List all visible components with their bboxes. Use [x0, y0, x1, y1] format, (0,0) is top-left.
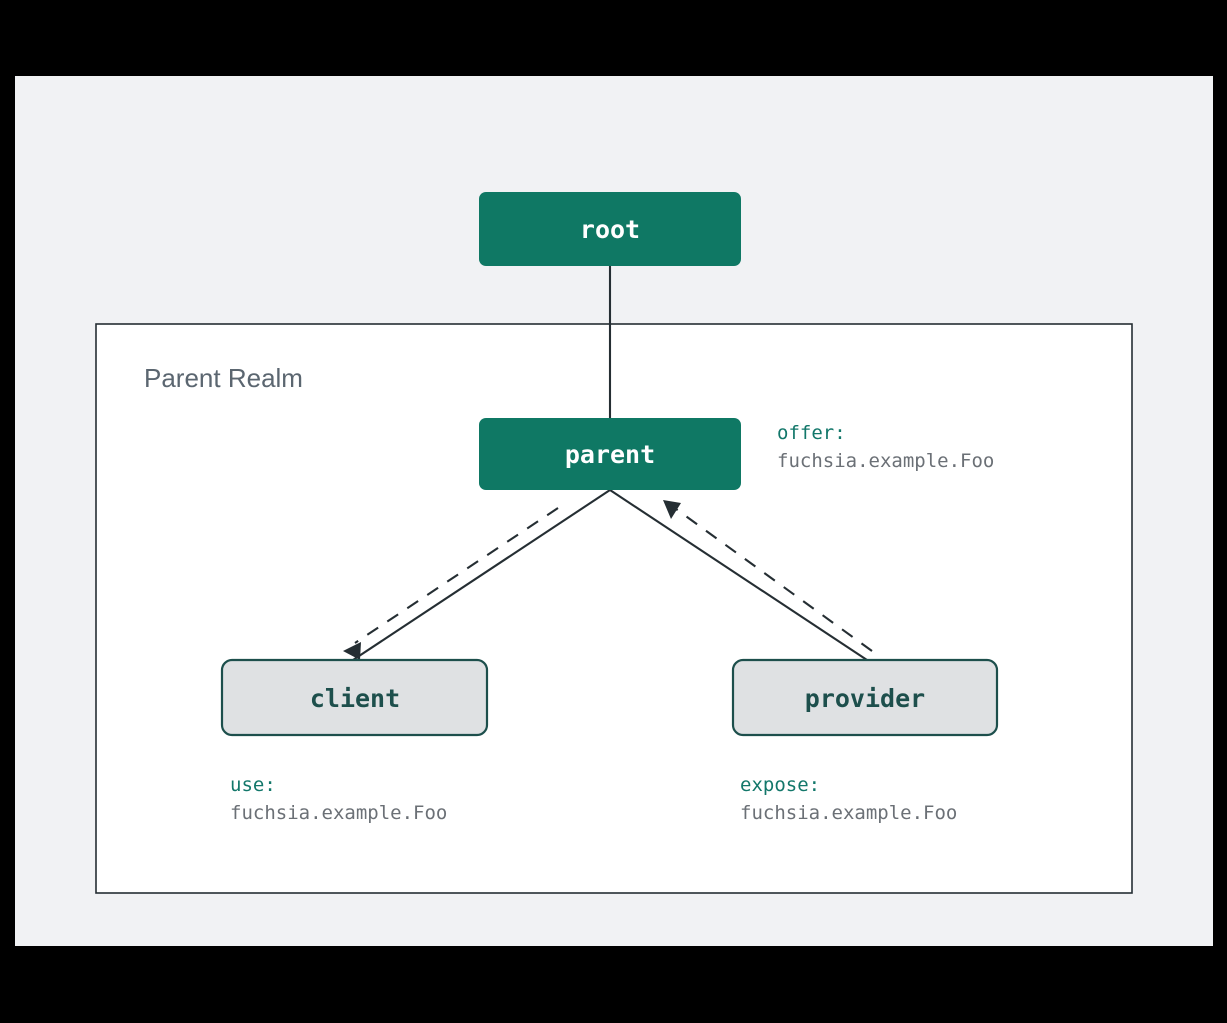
capability-expose-value: fuchsia.example.Foo	[740, 802, 957, 824]
capability-use-value: fuchsia.example.Foo	[230, 802, 447, 824]
node-root-label: root	[580, 215, 640, 244]
node-provider[interactable]	[731, 658, 999, 737]
component-topology-diagram: Parent Realm root parent client	[95, 192, 1133, 894]
node-parent[interactable]	[479, 418, 741, 490]
arrowhead-to-client	[343, 642, 361, 660]
node-root[interactable]	[479, 192, 741, 266]
parent-realm-label: Parent Realm	[144, 363, 303, 393]
edge-parent-to-provider	[609, 489, 868, 661]
edge-route-expose-to-parent	[675, 508, 873, 652]
capability-offer-value: fuchsia.example.Foo	[777, 450, 994, 472]
capability-expose-keyword: expose:	[740, 774, 820, 796]
edge-route-offer-to-client	[354, 507, 559, 644]
node-client[interactable]	[220, 658, 489, 737]
capability-offer-keyword: offer:	[777, 422, 846, 444]
edge-parent-to-client	[352, 489, 611, 661]
node-provider-label: provider	[805, 684, 925, 713]
arrowhead-to-parent	[663, 500, 681, 519]
node-parent-label: parent	[565, 440, 655, 469]
capability-use-keyword: use:	[230, 774, 276, 796]
node-client-label: client	[310, 684, 400, 713]
diagram-page: Parent Realm root parent client	[15, 76, 1213, 946]
